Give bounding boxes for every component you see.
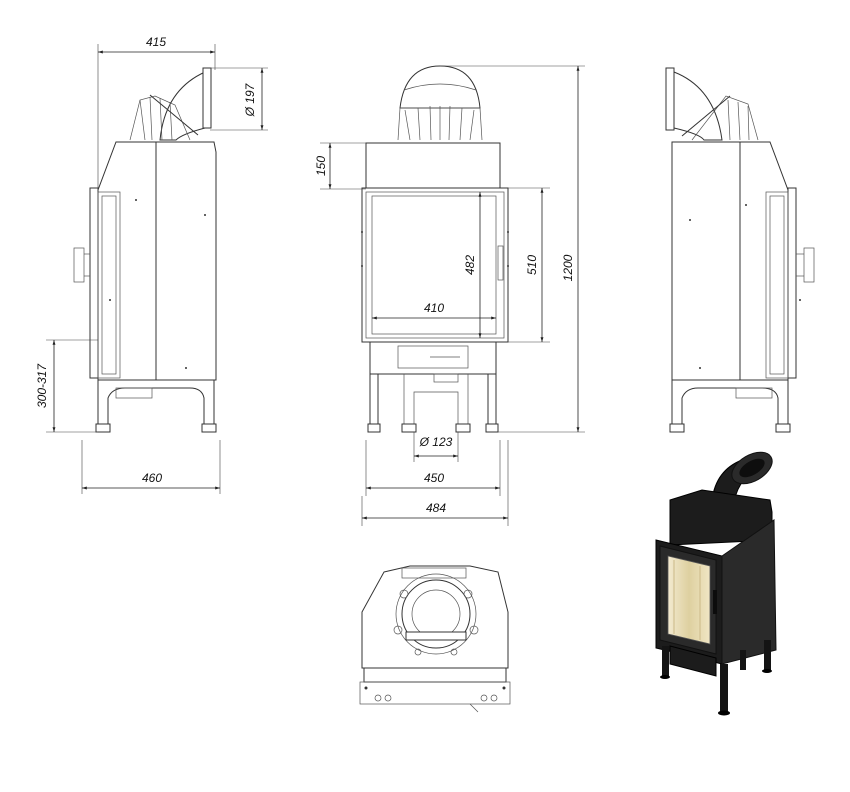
dim-482-label: 482	[463, 255, 477, 275]
dim-410-label: 410	[424, 301, 444, 315]
dim-air-inlet-label: Ø 123	[419, 435, 453, 449]
dim-484-label: 484	[426, 501, 446, 515]
dim-1200-label: 1200	[561, 254, 575, 281]
dim-flue-diameter-label: Ø 197	[243, 82, 257, 117]
dim-510-label: 510	[525, 255, 539, 275]
fireplace-3d-render	[655, 451, 777, 716]
dim-450-label: 450	[424, 471, 444, 485]
dim-415-label: 415	[146, 35, 166, 49]
right-side-view	[665, 67, 815, 433]
front-view	[320, 65, 585, 526]
dim-460-label: 460	[142, 471, 162, 485]
top-view	[359, 565, 511, 713]
dim-150-label: 150	[314, 156, 328, 176]
left-side-view	[46, 44, 268, 494]
dim-leg-height-label: 300-317	[35, 363, 49, 408]
